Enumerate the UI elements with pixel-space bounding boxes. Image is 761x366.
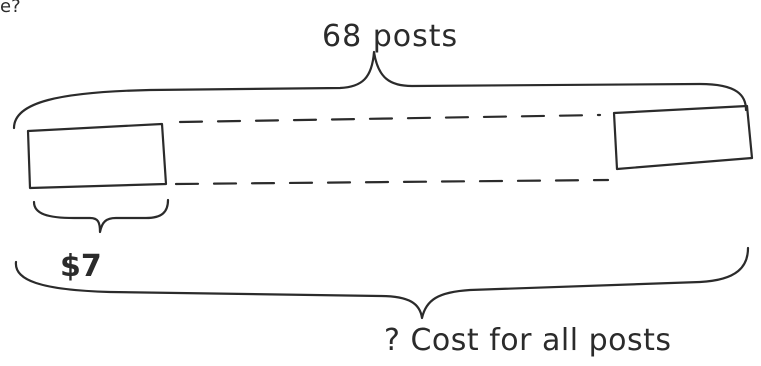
cropped-question-fragment: e? [0, 0, 21, 14]
unit-price-label: $7 [60, 249, 102, 284]
unknown-total-label: ? Cost for all posts [384, 323, 672, 358]
top-brace [12, 50, 748, 130]
first-post-box [26, 122, 168, 190]
unit-brace [32, 198, 170, 234]
bottom-dashed-connector [174, 178, 610, 186]
total-count-label: 68 posts [322, 19, 458, 54]
last-post-box [612, 104, 754, 171]
bottom-brace [14, 246, 750, 320]
top-dashed-connector [178, 113, 602, 124]
